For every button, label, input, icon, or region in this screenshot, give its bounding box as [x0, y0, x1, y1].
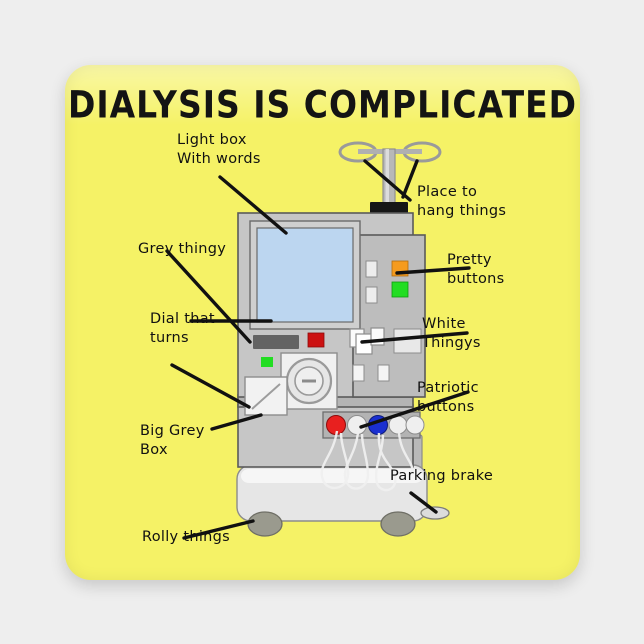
tube-4: [397, 432, 415, 474]
side-panel-display: [393, 328, 422, 354]
card-slot-group: [244, 376, 288, 416]
label-dial-that-turns: Dial that turns: [150, 311, 215, 346]
pretty-button-green[interactable]: [391, 281, 409, 298]
caster-wheel-left: [247, 511, 283, 537]
label-grey-thingy: Grey thingy: [138, 241, 227, 257]
red-button[interactable]: [307, 332, 325, 348]
dial-group[interactable]: [280, 352, 338, 410]
side-switch-mid-right[interactable]: [377, 364, 390, 382]
label-rolly-things: Rolly things: [142, 529, 230, 545]
tube-3: [374, 432, 397, 492]
page-title: DIALYSIS IS COMPLICATED: [67, 82, 578, 127]
grey-bar-thingy: [253, 335, 299, 349]
pump-white-3[interactable]: [405, 415, 425, 435]
pretty-button-orange[interactable]: [391, 260, 409, 277]
white-thingy-front[interactable]: [355, 333, 373, 355]
caster-wheel-right: [380, 511, 416, 537]
label-big-grey-box: Big Grey Box: [140, 423, 205, 458]
machine-base-group: [236, 464, 450, 537]
parking-brake-pedal[interactable]: [420, 506, 450, 520]
tube-1: [320, 430, 350, 490]
pump-white-2[interactable]: [388, 415, 408, 435]
side-switch-lower[interactable]: [365, 286, 378, 304]
pump-white-1[interactable]: [347, 415, 367, 435]
square-magnet-product[interactable]: DIALYSIS IS COMPLICATED Light box With w…: [65, 65, 580, 580]
dial-pointer-icon: [302, 379, 316, 383]
side-switch-upper[interactable]: [365, 260, 378, 278]
screen-display[interactable]: [256, 227, 354, 323]
patriotic-buttons-group[interactable]: [322, 411, 425, 439]
pump-blue[interactable]: [368, 415, 388, 435]
dialysis-machine-illustration: [236, 141, 450, 537]
label-patriotic-buttons: Patriotic buttons: [417, 380, 479, 415]
label-white-thingys: White Thingys: [422, 316, 481, 351]
side-switch-mid-left[interactable]: [352, 364, 365, 382]
tube-2: [343, 432, 370, 490]
white-thingy-right[interactable]: [370, 327, 385, 346]
label-parking-brake: Parking brake: [390, 468, 494, 484]
label-light-box: Light box With words: [177, 132, 261, 167]
tubing-group: [320, 430, 415, 492]
green-indicator: [261, 357, 273, 367]
card-slot-line-icon: [251, 383, 281, 410]
label-place-to-hang-things: Place to hang things: [417, 184, 507, 219]
label-pretty-buttons: Pretty buttons: [447, 252, 505, 287]
